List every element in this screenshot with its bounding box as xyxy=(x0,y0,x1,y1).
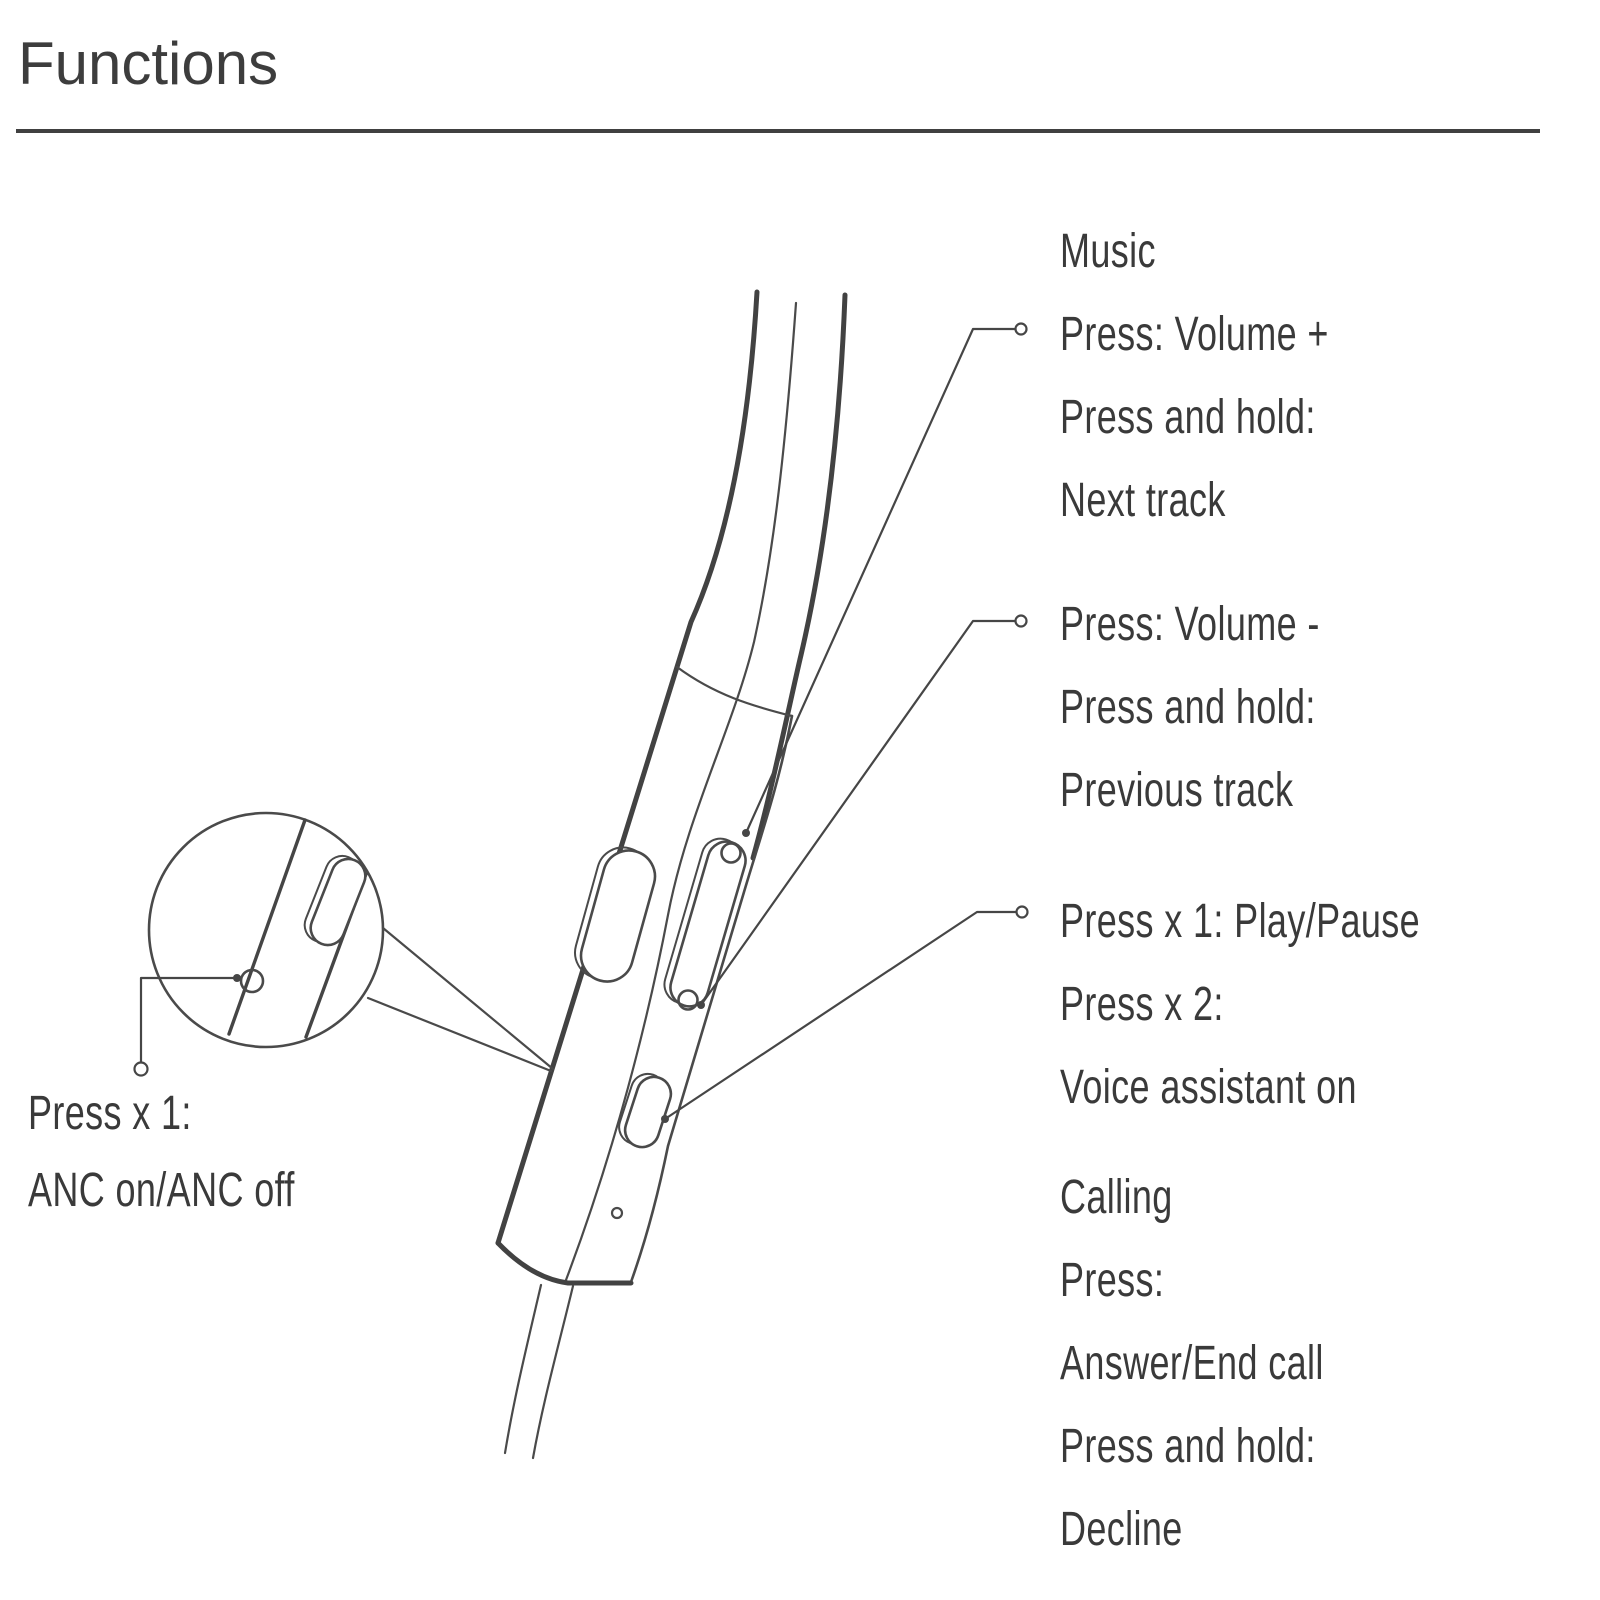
remote-bottom-edge xyxy=(495,1240,634,1286)
anc-button xyxy=(239,968,265,994)
title-divider xyxy=(16,129,1540,133)
volume-slider-face xyxy=(669,840,747,1008)
leader-line xyxy=(139,976,237,1062)
label-answer-end-call: Answer/End call xyxy=(1060,1337,1324,1390)
leader-line xyxy=(700,619,1015,1006)
leader-line xyxy=(744,327,1015,834)
magnified-left-edge xyxy=(227,818,307,1036)
magnifier-circle xyxy=(147,811,385,1049)
label-previous-track: Previous track xyxy=(1060,764,1294,817)
label-volume-up-hold: Press and hold: xyxy=(1060,391,1316,444)
play-pause-button xyxy=(618,1072,673,1149)
neckband-band xyxy=(495,289,848,1282)
label-press-x2: Press x 2: xyxy=(1060,978,1224,1031)
band-middle-seam xyxy=(564,301,798,1282)
magnifier-detail xyxy=(147,811,555,1073)
label-voice-assistant: Voice assistant on xyxy=(1060,1061,1357,1114)
remote-right-edge xyxy=(629,714,794,1284)
label-anc-press: Press x 1: xyxy=(28,1087,192,1140)
leader-volume-down xyxy=(697,614,1028,1009)
leader-endpoint-icon xyxy=(1014,614,1028,628)
volume-up-end-cap xyxy=(720,842,742,864)
label-volume-up-press: Press: Volume + xyxy=(1060,308,1329,361)
volume-up-button-face xyxy=(579,849,657,983)
magnifier-cone-top xyxy=(381,926,555,1071)
label-calling-hold: Press and hold: xyxy=(1060,1420,1316,1473)
page-title: Functions xyxy=(18,30,279,97)
leader-play-pause xyxy=(661,905,1029,1123)
leader-line xyxy=(664,910,1016,1120)
magnifier-cone-bottom xyxy=(366,996,553,1073)
magnified-button-face xyxy=(309,857,367,947)
volume-down-end-cap xyxy=(677,989,699,1011)
cable-right-line xyxy=(531,1284,575,1460)
leader-endpoint-icon xyxy=(1015,905,1029,919)
leader-endpoint-icon xyxy=(133,1061,149,1077)
leader-anc xyxy=(133,974,241,1077)
label-volume-down-press: Press: Volume - xyxy=(1060,598,1320,651)
cable-left-line xyxy=(503,1283,543,1455)
volume-slider xyxy=(663,837,747,1011)
label-next-track: Next track xyxy=(1060,474,1226,527)
remote-top-collar xyxy=(675,665,794,718)
label-anc-toggle: ANC on/ANC off xyxy=(28,1164,295,1217)
label-calling-heading: Calling xyxy=(1060,1171,1173,1224)
volume-up-button xyxy=(574,846,657,983)
band-right-edge xyxy=(750,292,848,861)
leader-endpoint-icon xyxy=(1014,322,1028,336)
leader-volume-up xyxy=(742,322,1028,837)
label-calling-press: Press: xyxy=(1060,1254,1165,1307)
label-music-heading: Music xyxy=(1060,225,1156,278)
label-decline: Decline xyxy=(1060,1503,1183,1556)
callout-leaders xyxy=(133,322,1029,1123)
label-play-pause: Press x 1: Play/Pause xyxy=(1060,895,1421,948)
remote-body xyxy=(495,665,794,1460)
band-left-edge xyxy=(495,289,760,1246)
label-volume-down-hold: Press and hold: xyxy=(1060,681,1316,734)
microphone-hole xyxy=(610,1206,624,1220)
